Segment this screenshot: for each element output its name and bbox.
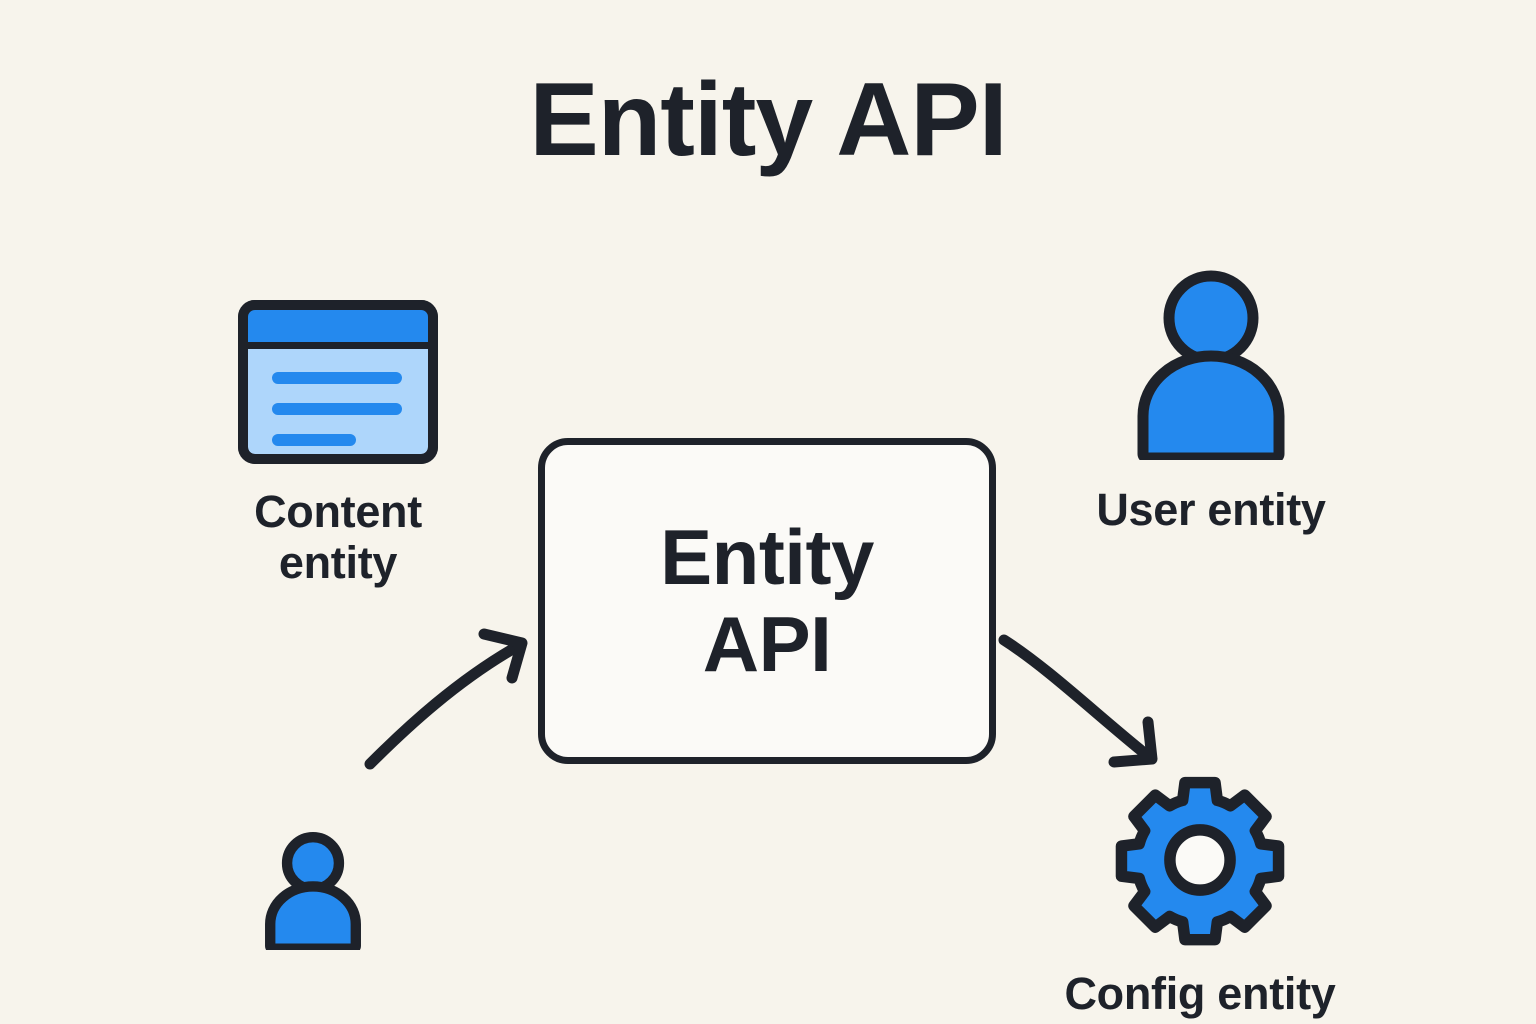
node-label-config-entity: Config entity xyxy=(1064,968,1336,1019)
node-label-content-entity-line1: Content xyxy=(254,486,422,537)
node-label-content-entity: Content entity xyxy=(188,486,488,589)
gear-icon xyxy=(1115,776,1285,946)
center-node-line2: API xyxy=(702,600,832,688)
node-label-content-entity-line2: entity xyxy=(278,537,398,589)
person-icon xyxy=(265,832,361,950)
person-icon-wrap-actor xyxy=(248,832,378,950)
arrow-content-to-api xyxy=(364,628,528,770)
node-content-entity[interactable]: Content entity xyxy=(188,300,488,589)
node-label-user-entity: User entity xyxy=(1096,484,1326,535)
person-icon xyxy=(1137,270,1285,460)
center-node-entity-api[interactable]: Entity API xyxy=(538,438,996,764)
node-user-entity[interactable]: User entity xyxy=(1046,268,1376,535)
gear-icon-wrap xyxy=(1010,772,1390,948)
content-card-icon xyxy=(238,300,438,464)
node-actor-person[interactable] xyxy=(248,832,378,950)
content-card-icon-wrap xyxy=(188,300,488,464)
node-config-entity[interactable]: Config entity xyxy=(1010,772,1390,1019)
page-title: Entity API xyxy=(529,62,1007,178)
center-node-line1: Entity xyxy=(660,512,874,601)
arrow-api-to-config xyxy=(998,634,1158,768)
person-icon-wrap-user xyxy=(1046,268,1376,460)
